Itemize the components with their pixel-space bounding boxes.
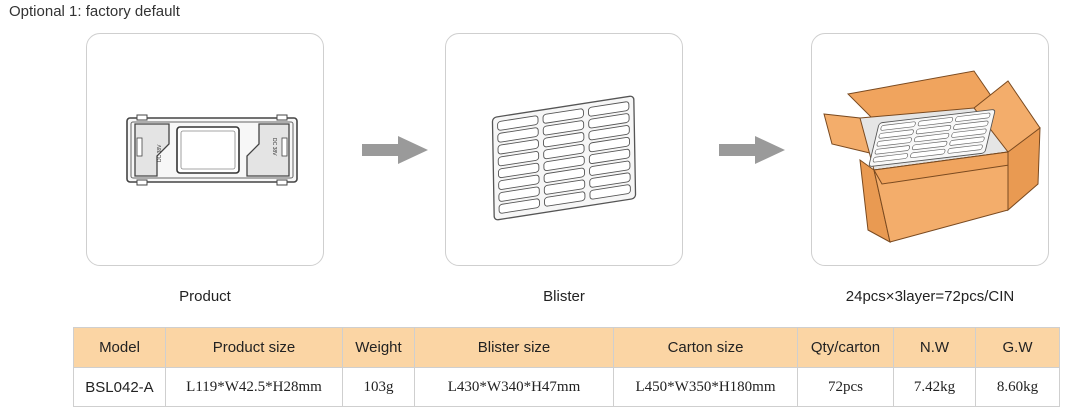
page-title: Optional 1: factory default <box>9 3 180 20</box>
blister-illustration <box>491 95 637 221</box>
product-illustration: DC 38V DC 38V <box>126 114 298 186</box>
column-header: Model <box>73 327 166 368</box>
product-caption: Product <box>179 288 231 305</box>
column-header: N.W <box>893 327 976 368</box>
blister-card <box>445 33 683 266</box>
carton-card <box>811 33 1049 266</box>
arrow-right-icon <box>362 136 428 164</box>
column-header: Product size <box>165 327 343 368</box>
column-header: G.W <box>975 327 1060 368</box>
qty-cell: 72pcs <box>797 367 894 407</box>
product-size-cell: L119*W42.5*H28mm <box>165 367 343 407</box>
column-header: Blister size <box>414 327 614 368</box>
model-cell: BSL042-A <box>73 367 166 407</box>
blister-caption: Blister <box>543 288 585 305</box>
net-weight-cell: 7.42kg <box>893 367 976 407</box>
blister-size-cell: L430*W340*H47mm <box>414 367 614 407</box>
product-card: DC 38V DC 38V <box>86 33 324 266</box>
product-marking-right: DC 38V <box>271 138 277 156</box>
column-header: Qty/carton <box>797 327 894 368</box>
column-header: Carton size <box>613 327 798 368</box>
packing-spec-table: Model Product size Weight Blister size C… <box>73 327 1060 407</box>
product-marking-left: DC 38V <box>157 144 163 162</box>
carton-caption: 24pcs×3layer=72pcs/CIN <box>845 288 1015 305</box>
arrow-right-icon <box>719 136 785 164</box>
carton-size-cell: L450*W350*H180mm <box>613 367 798 407</box>
table-header-row: Model Product size Weight Blister size C… <box>73 327 1060 368</box>
carton-illustration <box>823 70 1041 243</box>
table-row: BSL042-A L119*W42.5*H28mm 103g L430*W340… <box>73 367 1060 407</box>
weight-cell: 103g <box>342 367 415 407</box>
column-header: Weight <box>342 327 415 368</box>
gross-weight-cell: 8.60kg <box>975 367 1060 407</box>
